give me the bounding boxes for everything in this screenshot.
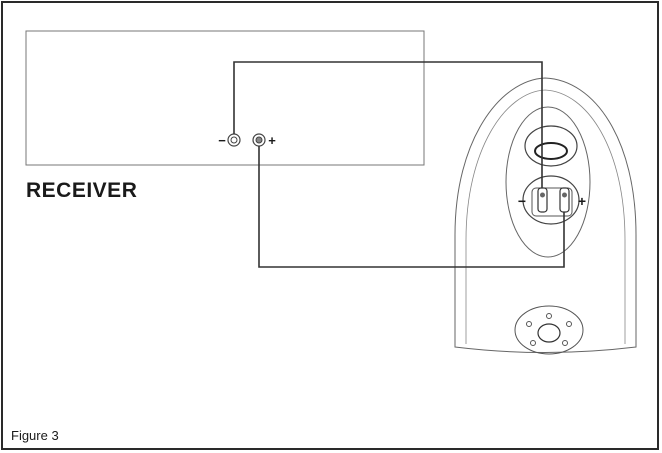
speaker-inner-outline (465, 89, 626, 344)
speaker-tweeter-outer (524, 125, 578, 167)
speaker-terminal-negative (537, 187, 548, 213)
wire-positive (258, 146, 565, 268)
speaker-front-panel (505, 106, 591, 258)
speaker-port (537, 323, 561, 343)
speaker-port-plate (514, 305, 584, 355)
speaker-screw (546, 313, 552, 319)
speaker-screw (566, 321, 572, 327)
receiver-box (25, 30, 425, 166)
wire-negative (233, 61, 543, 188)
speaker-screw (526, 321, 532, 327)
receiver-label: RECEIVER (26, 179, 138, 202)
receiver-plus-sign: + (268, 133, 276, 148)
speaker-tweeter-inner (534, 142, 568, 160)
speaker-cabinet (454, 77, 637, 353)
speaker-screw (530, 340, 536, 346)
receiver-minus-sign: − (218, 133, 226, 148)
speaker-minus-sign: − (518, 193, 526, 209)
speaker-plus-sign: + (578, 193, 586, 209)
speaker-terminal-plate (522, 175, 580, 225)
receiver-terminal-negative (227, 133, 241, 147)
speaker-screw (562, 340, 568, 346)
speaker-terminal-positive (559, 187, 570, 213)
speaker-terminal-block (531, 187, 573, 217)
receiver-terminal-positive (252, 133, 266, 147)
figure-caption: Figure 3 (11, 428, 59, 443)
